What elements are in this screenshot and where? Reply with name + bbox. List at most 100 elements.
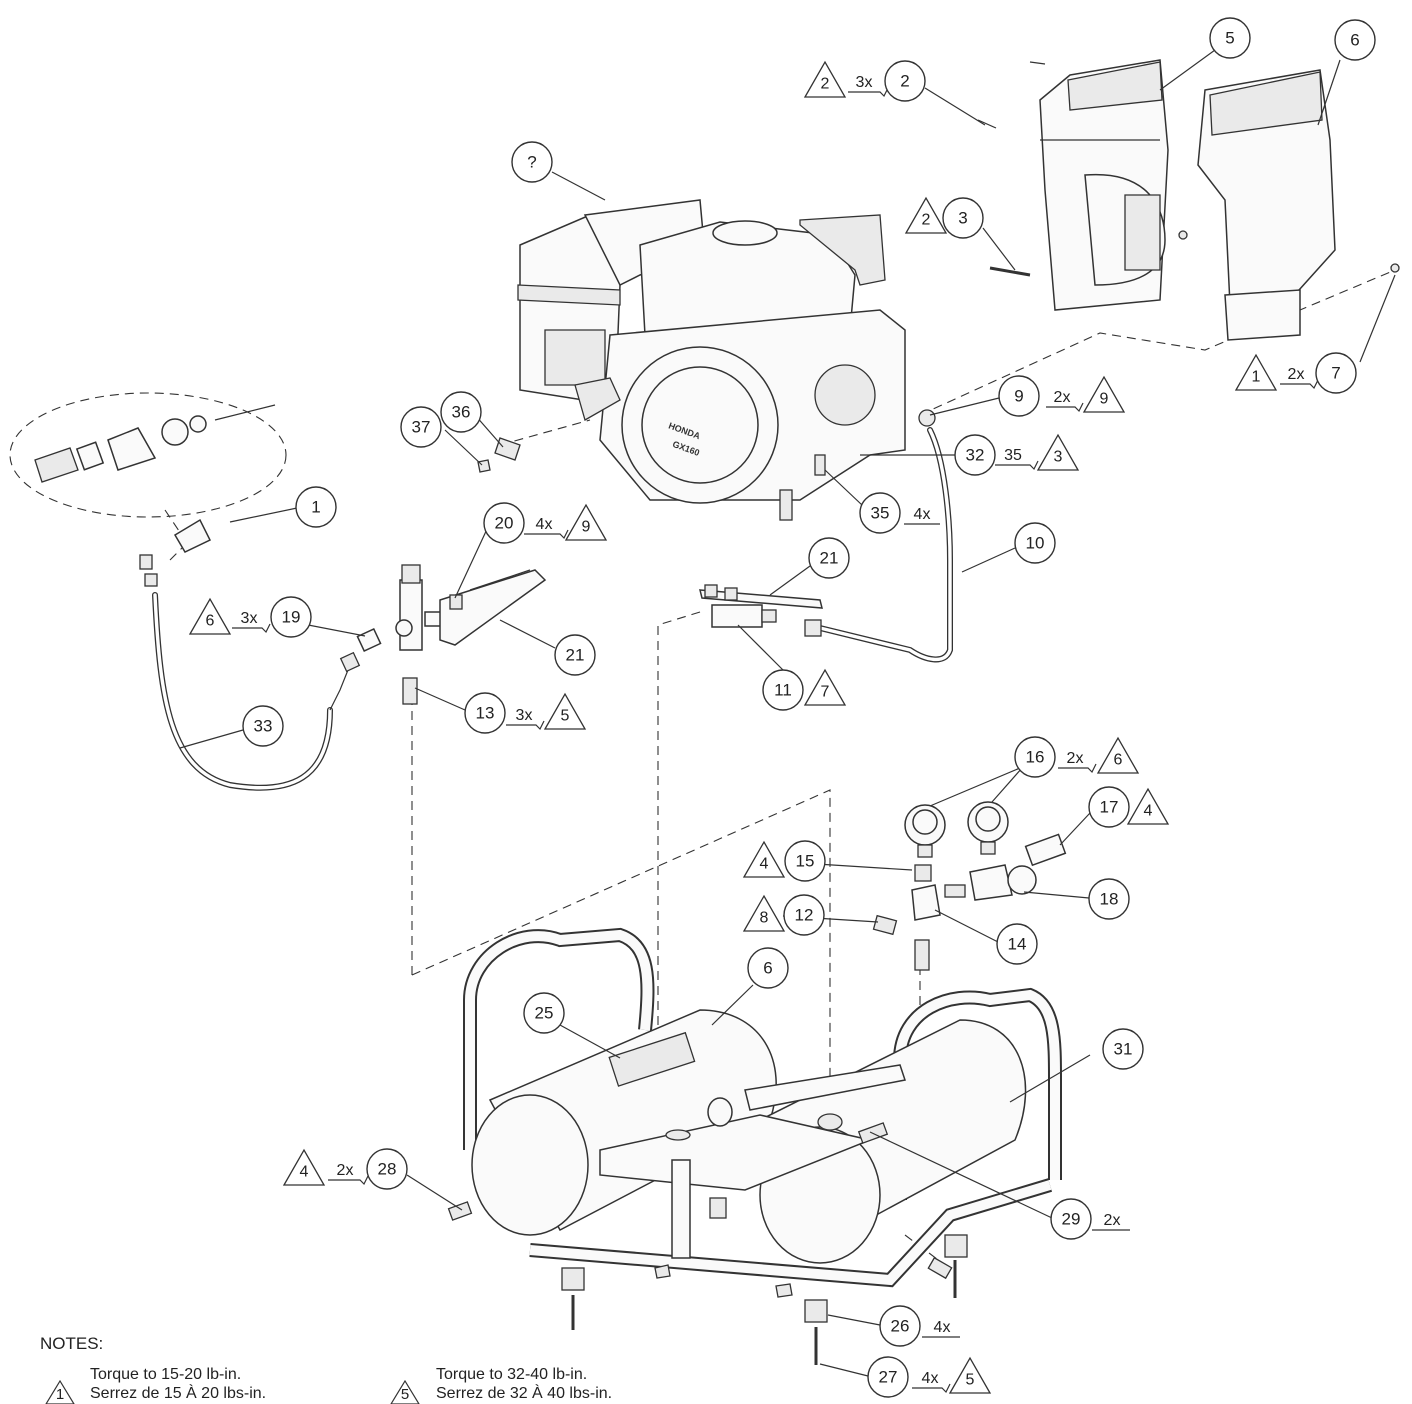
- svg-text:13: 13: [476, 704, 495, 723]
- svg-text:4: 4: [1144, 803, 1153, 820]
- outlet-fitting-detail: [34, 404, 276, 553]
- callout-9: 9: [998, 375, 1040, 417]
- note-triangle-4-drain: 4: [282, 1148, 326, 1186]
- fittings-11-21: [699, 584, 823, 637]
- callout-20: 20: [483, 502, 525, 544]
- svg-text:15: 15: [796, 852, 815, 871]
- note-triangle-6-gauge: 6: [1096, 736, 1140, 774]
- feet-and-bolts: [447, 1201, 968, 1365]
- svg-text:2: 2: [821, 76, 830, 93]
- svg-text:35: 35: [871, 504, 890, 523]
- hose-33: [139, 554, 351, 791]
- callout-26: 26: [879, 1305, 921, 1347]
- note-5-line-fr: Serrez de 32 À 40 lbs-in.: [436, 1385, 613, 1402]
- note-triangle-7: 7: [803, 668, 847, 706]
- svg-text:8: 8: [760, 910, 769, 927]
- air-shroud-6: [1197, 69, 1336, 341]
- callouts: ? 1 2 3 5 6 6 7 9 10 11 12 13 14 15 16 1…: [242, 17, 1376, 1398]
- svg-text:17: 17: [1100, 798, 1119, 817]
- callout-1: 1: [295, 486, 337, 528]
- qty-20: 4x: [536, 516, 553, 533]
- qty-28: 2x: [337, 1162, 354, 1179]
- svg-text:29: 29: [1062, 1210, 1081, 1229]
- qty-7: 2x: [1288, 366, 1305, 383]
- callout-12: 12: [783, 894, 825, 936]
- callout-3: 3: [942, 197, 984, 239]
- svg-text:9: 9: [1100, 391, 1109, 408]
- callout-32: 32: [954, 434, 996, 476]
- note-symbol-5: 5: [390, 1380, 420, 1404]
- svg-text:10: 10: [1026, 534, 1045, 553]
- svg-text:12: 12: [795, 906, 814, 925]
- svg-text:21: 21: [566, 646, 585, 665]
- svg-text:26: 26: [891, 1317, 910, 1336]
- note-triangles: 2 2 1 9 3 9 6 7 5 6 4 4 8 4 5: [188, 60, 1278, 1394]
- callout-5: 5: [1209, 17, 1251, 59]
- note-1-line-en: Torque to 15-20 lb-in.: [90, 1366, 242, 1383]
- note-triangle-1: 1: [1234, 353, 1278, 391]
- note-triangle-4-nipple: 4: [742, 840, 786, 878]
- callout-31: 31: [1102, 1028, 1144, 1070]
- callout-7: 7: [1315, 352, 1357, 394]
- air-tanks: [471, 1009, 1027, 1264]
- callout-21-tube: 21: [554, 634, 596, 676]
- svg-text:4: 4: [300, 1164, 309, 1181]
- note-triangle-9-valve: 9: [564, 503, 608, 541]
- svg-text:37: 37: [412, 418, 431, 437]
- leader-lines: [179, 49, 1396, 1377]
- svg-text:3: 3: [958, 209, 967, 228]
- svg-text:?: ?: [527, 153, 536, 172]
- svg-text:6: 6: [763, 959, 772, 978]
- engine: HONDA GX160: [517, 199, 906, 521]
- svg-text:2: 2: [900, 72, 909, 91]
- qty-16: 2x: [1067, 750, 1084, 767]
- check-valve-manifold: [339, 564, 547, 705]
- parts-36-37: [477, 437, 521, 473]
- callout-29: 29: [1050, 1198, 1092, 1240]
- note-triangle-4-coupler: 4: [1126, 787, 1170, 825]
- qty-26: 4x: [934, 1319, 951, 1336]
- svg-text:31: 31: [1114, 1040, 1133, 1059]
- callout-unknown: ?: [511, 141, 553, 183]
- callout-2: 2: [884, 60, 926, 102]
- note-triangle-8: 8: [742, 894, 786, 932]
- callout-28: 28: [366, 1148, 408, 1190]
- svg-text:11: 11: [774, 681, 792, 700]
- svg-text:6: 6: [206, 613, 215, 630]
- discharge-tube-10: [817, 409, 953, 663]
- svg-text:27: 27: [879, 1368, 898, 1387]
- svg-text:33: 33: [254, 717, 273, 736]
- svg-text:7: 7: [821, 684, 830, 701]
- callout-13: 13: [464, 692, 506, 734]
- svg-text:6: 6: [1350, 31, 1359, 50]
- svg-text:36: 36: [452, 403, 471, 422]
- svg-text:28: 28: [378, 1160, 397, 1179]
- svg-text:25: 25: [535, 1004, 554, 1023]
- callout-10: 10: [1014, 522, 1056, 564]
- tank-frame: [463, 927, 1062, 1288]
- svg-text:1: 1: [1252, 369, 1261, 386]
- note-triangle-9-nut: 9: [1082, 375, 1126, 413]
- callout-27: 27: [867, 1356, 909, 1398]
- svg-text:21: 21: [820, 549, 839, 568]
- quantity-labels: 3x 2x 2x 35 4x 4x 3x 3x 2x 2x 2x 4x 4x: [232, 74, 1319, 1394]
- svg-text:19: 19: [282, 608, 301, 627]
- note-5: Torque to 32-40 lb-in. Serrez de 32 À 40…: [436, 1365, 612, 1403]
- svg-text:32: 32: [966, 446, 985, 465]
- svg-text:1: 1: [56, 1386, 64, 1403]
- svg-text:18: 18: [1100, 890, 1119, 909]
- note-triangle-6-elbow: 6: [188, 597, 232, 635]
- callout-35: 35: [859, 492, 901, 534]
- svg-text:16: 16: [1026, 748, 1045, 767]
- qty-19: 3x: [241, 610, 258, 627]
- svg-text:9: 9: [1014, 387, 1023, 406]
- qty-29: 2x: [1104, 1212, 1121, 1229]
- note-triangle-3: 3: [1036, 433, 1080, 471]
- svg-text:1: 1: [311, 498, 320, 517]
- callout-25: 25: [523, 992, 565, 1034]
- svg-text:3: 3: [1054, 449, 1063, 466]
- svg-text:2: 2: [922, 212, 931, 229]
- qty-2: 3x: [856, 74, 873, 91]
- qty-9: 2x: [1054, 389, 1071, 406]
